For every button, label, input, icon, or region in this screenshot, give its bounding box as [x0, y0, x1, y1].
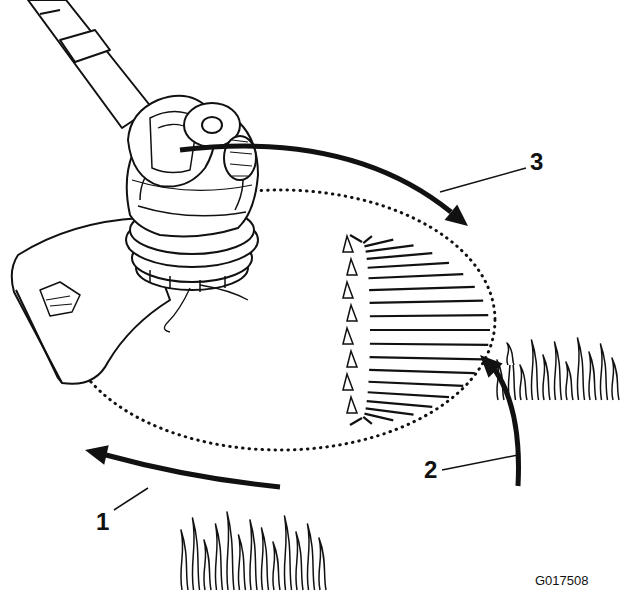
swath-line — [370, 301, 484, 303]
callout-number: 1 — [96, 510, 109, 534]
grass-blade — [307, 524, 314, 590]
grass-blade — [296, 532, 303, 590]
grass-blade — [250, 520, 257, 590]
grass-blade — [319, 538, 326, 590]
swath-line — [364, 414, 393, 421]
grass-blade — [507, 343, 514, 365]
cut-stump — [343, 328, 353, 344]
rotation-arrows — [85, 146, 519, 487]
swath-line — [368, 263, 449, 268]
cut-stump — [347, 305, 357, 321]
swath-line — [370, 315, 488, 316]
grass-blade — [612, 358, 619, 400]
swath-line — [364, 240, 393, 247]
callout-number: 2 — [424, 458, 437, 482]
swath-line — [363, 417, 372, 424]
grass-blade — [192, 518, 199, 590]
grass-blade — [204, 540, 211, 590]
swath-line — [368, 382, 463, 386]
swath-line — [368, 274, 463, 278]
leader-lines — [114, 168, 526, 510]
grass-blade — [284, 516, 291, 590]
grass-blade — [261, 528, 268, 590]
grass-blade — [577, 338, 584, 400]
grass-blade — [238, 535, 245, 590]
swath-line — [350, 235, 362, 242]
grass-blade — [554, 342, 561, 400]
grass-blade — [543, 355, 550, 400]
swath-line — [370, 344, 488, 345]
grass-blade — [531, 340, 538, 400]
grass — [181, 338, 619, 590]
swath-line — [366, 245, 414, 251]
cut-stump — [343, 282, 353, 298]
figure-code: G017508 — [535, 574, 589, 587]
swath-line — [368, 392, 449, 397]
swath-line — [367, 401, 433, 407]
swath-line — [369, 370, 475, 373]
swath-line — [367, 253, 433, 259]
cut-stump — [347, 351, 357, 367]
grass-blade — [600, 344, 607, 400]
cut-stumps — [343, 236, 357, 413]
swath-line — [370, 357, 484, 359]
cut-stump — [347, 259, 357, 275]
swath-line — [366, 408, 414, 414]
cut-stump — [343, 374, 353, 390]
grass-blade — [273, 542, 280, 590]
callout-number: 3 — [530, 150, 543, 174]
grass-blade — [215, 524, 222, 590]
grass-blade — [520, 365, 527, 400]
grass-blade — [589, 352, 596, 400]
swath-line — [350, 418, 362, 425]
cut-swath — [350, 235, 490, 425]
trimmer — [12, 0, 258, 384]
grass-blade — [181, 530, 188, 590]
grass-blade — [227, 512, 234, 590]
swath-line — [369, 287, 475, 290]
swath-line — [363, 236, 372, 243]
swath-line — [370, 329, 490, 331]
grass-blade — [566, 362, 573, 400]
cut-stump — [343, 236, 353, 252]
cut-stump — [347, 397, 357, 413]
